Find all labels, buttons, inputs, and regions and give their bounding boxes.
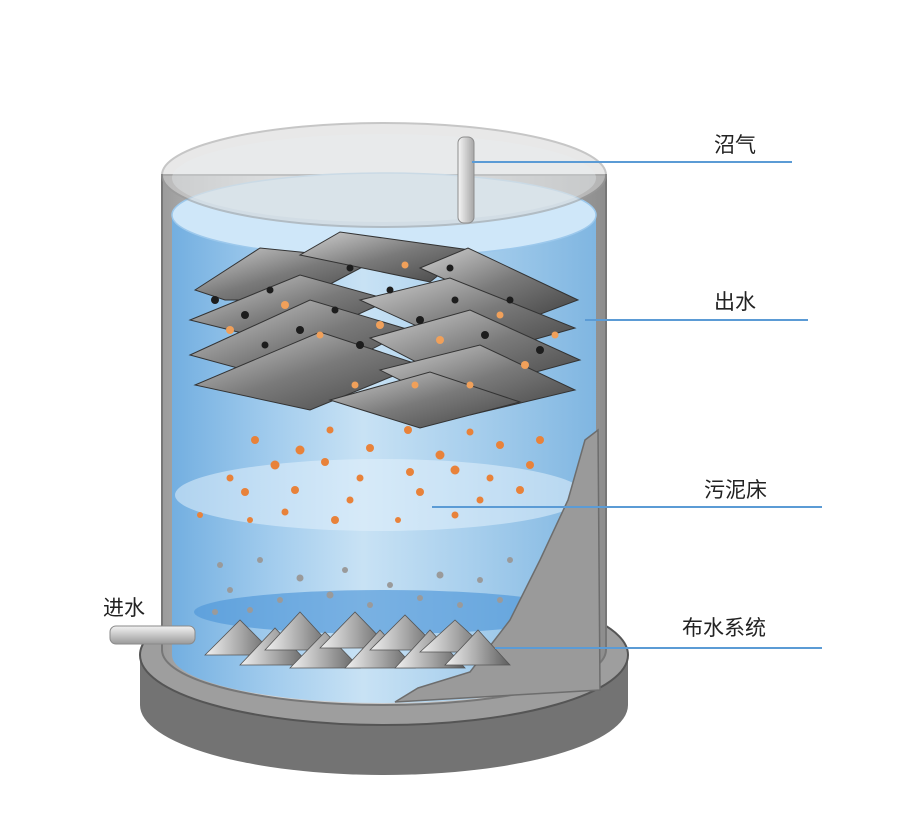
label-outlet: 出水: [714, 290, 756, 314]
sludge-hopper-wall: [394, 428, 601, 703]
distribution-cones: [204, 611, 511, 669]
label-inlet: 进水: [103, 596, 145, 620]
leader-lines: [432, 161, 822, 649]
three-phase-separator: [188, 231, 582, 429]
label-biogas: 沼气: [714, 133, 756, 157]
biogas-pipe: [457, 136, 475, 224]
sludge-particles: [197, 426, 544, 524]
rising-bubbles: [212, 557, 513, 615]
inlet-pipe: [109, 625, 196, 645]
label-distribution-system: 布水系统: [682, 616, 766, 640]
label-sludge-bed: 污泥床: [704, 478, 767, 502]
reactor-top-rim: [161, 122, 607, 228]
